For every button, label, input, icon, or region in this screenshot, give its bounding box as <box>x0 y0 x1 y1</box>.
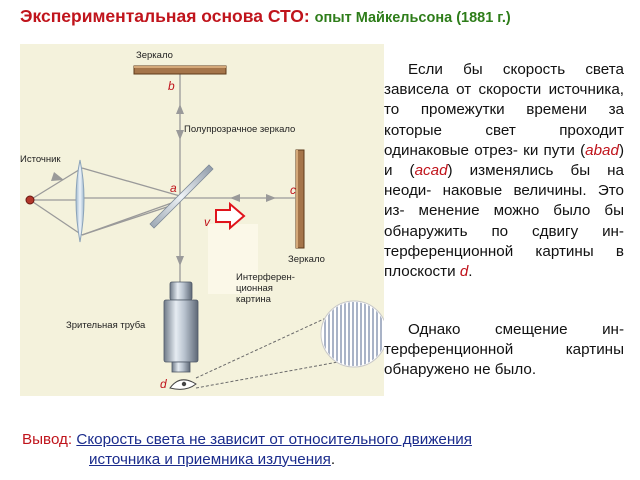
p1-line-5: проходит одинаковые отрез- <box>384 121 624 159</box>
point-d: d <box>160 377 167 391</box>
telescope <box>163 281 199 373</box>
plane-d: d <box>459 263 469 281</box>
mirror-right <box>295 149 305 249</box>
velocity-label: v <box>204 215 211 229</box>
p2-line-1: Однако смещение ин- <box>408 321 624 338</box>
beam-arrows <box>51 104 276 266</box>
label-interference-3: картина <box>236 294 272 305</box>
p1-line-10: обнаружить по сдвигу ин- <box>384 222 624 240</box>
slide-title: Экспериментальная основа СТО: опыт Майке… <box>20 6 630 27</box>
label-mirror-top: Зеркало <box>136 50 173 61</box>
conclusion-period: . <box>330 450 336 468</box>
p1-line-12a: в плоскости <box>384 242 624 281</box>
path-acad: acad <box>414 162 448 180</box>
label-source: Источник <box>20 154 61 165</box>
beam-arrow-right <box>266 194 276 202</box>
conclusion-label: Вывод: <box>22 431 73 448</box>
label-telescope: Зрительная труба <box>66 320 146 331</box>
p2-line-3: обнаружено не было. <box>384 361 537 379</box>
beam-arrow-down-2 <box>176 256 184 266</box>
point-a: a <box>170 181 177 195</box>
p1-line-1: Если бы скорость света <box>408 61 624 78</box>
beam-source-upper <box>29 167 83 201</box>
p1-line-2: зависела от скорости <box>384 81 542 99</box>
interference-pattern <box>320 300 384 368</box>
p1-line-3: источника, то промежутки <box>384 81 624 119</box>
magnifier-line-upper <box>195 317 327 379</box>
p1-line-6a: ки пути ( <box>523 141 586 159</box>
p1-line-9: менение можно было бы <box>418 202 624 220</box>
conclusion-line-1: Вывод: Скорость света не зависит от отно… <box>22 430 622 450</box>
conclusion-line-2: источника и приемника излучения. <box>22 450 622 470</box>
title-sub: опыт Майкельсона (1881 г.) <box>314 10 511 26</box>
p1-line-11: терференционной картины <box>384 242 594 260</box>
beam-arrow-source <box>51 172 64 181</box>
result-paragraph: Однако смещение ин- терференционной карт… <box>384 320 624 381</box>
beam-arrow-left <box>230 194 240 202</box>
point-b: b <box>168 79 175 93</box>
label-mirror-right: Зеркало <box>288 254 325 265</box>
p1-line-7: изменялись бы на неоди- <box>384 162 624 200</box>
p1-line-4: времени за которые свет <box>384 101 624 139</box>
label-interference-1: Интерферен- <box>236 272 295 283</box>
conclusion-text-1: Скорость света не зависит от относительн… <box>76 431 472 448</box>
conclusion-text-2: источника и приемника излучения <box>89 450 331 468</box>
light-source <box>25 195 35 205</box>
semi-transparent-mirror <box>149 164 214 229</box>
explanation-paragraph: Если бы скорость света зависела от скоро… <box>384 60 624 282</box>
point-c: c <box>290 183 296 197</box>
p1-line-6c: ) <box>447 162 453 180</box>
velocity-arrow-icon <box>215 201 246 231</box>
conclusion: Вывод: Скорость света не зависит от отно… <box>22 430 622 469</box>
beam-source-lower <box>29 199 83 236</box>
mirror-top <box>133 65 227 75</box>
label-interference-2: ционная <box>236 283 273 294</box>
condenser-lens <box>75 159 85 243</box>
magnifier-lines <box>195 317 339 389</box>
p1-line-12b: . <box>468 263 473 281</box>
magnifier-line-lower <box>195 361 339 389</box>
beam-arrow-up <box>176 104 184 114</box>
label-semi-mirror: Полупрозрачное зеркало <box>184 124 295 135</box>
p1-line-8: наковые величины. Это из- <box>384 182 624 220</box>
p2-line-2: терференционной картины <box>384 341 624 359</box>
title-main: Экспериментальная основа СТО: <box>20 6 310 26</box>
beam-lower-left <box>81 205 171 236</box>
path-abad: abad <box>585 141 619 159</box>
glow-spot <box>208 224 258 294</box>
beam-arrow-down <box>176 130 184 140</box>
beam-upper-right <box>81 167 181 197</box>
michelson-diagram: Зеркало Полупрозрачное зеркало Источник … <box>20 44 384 396</box>
p1-line-6b: ) и ( <box>384 141 624 180</box>
